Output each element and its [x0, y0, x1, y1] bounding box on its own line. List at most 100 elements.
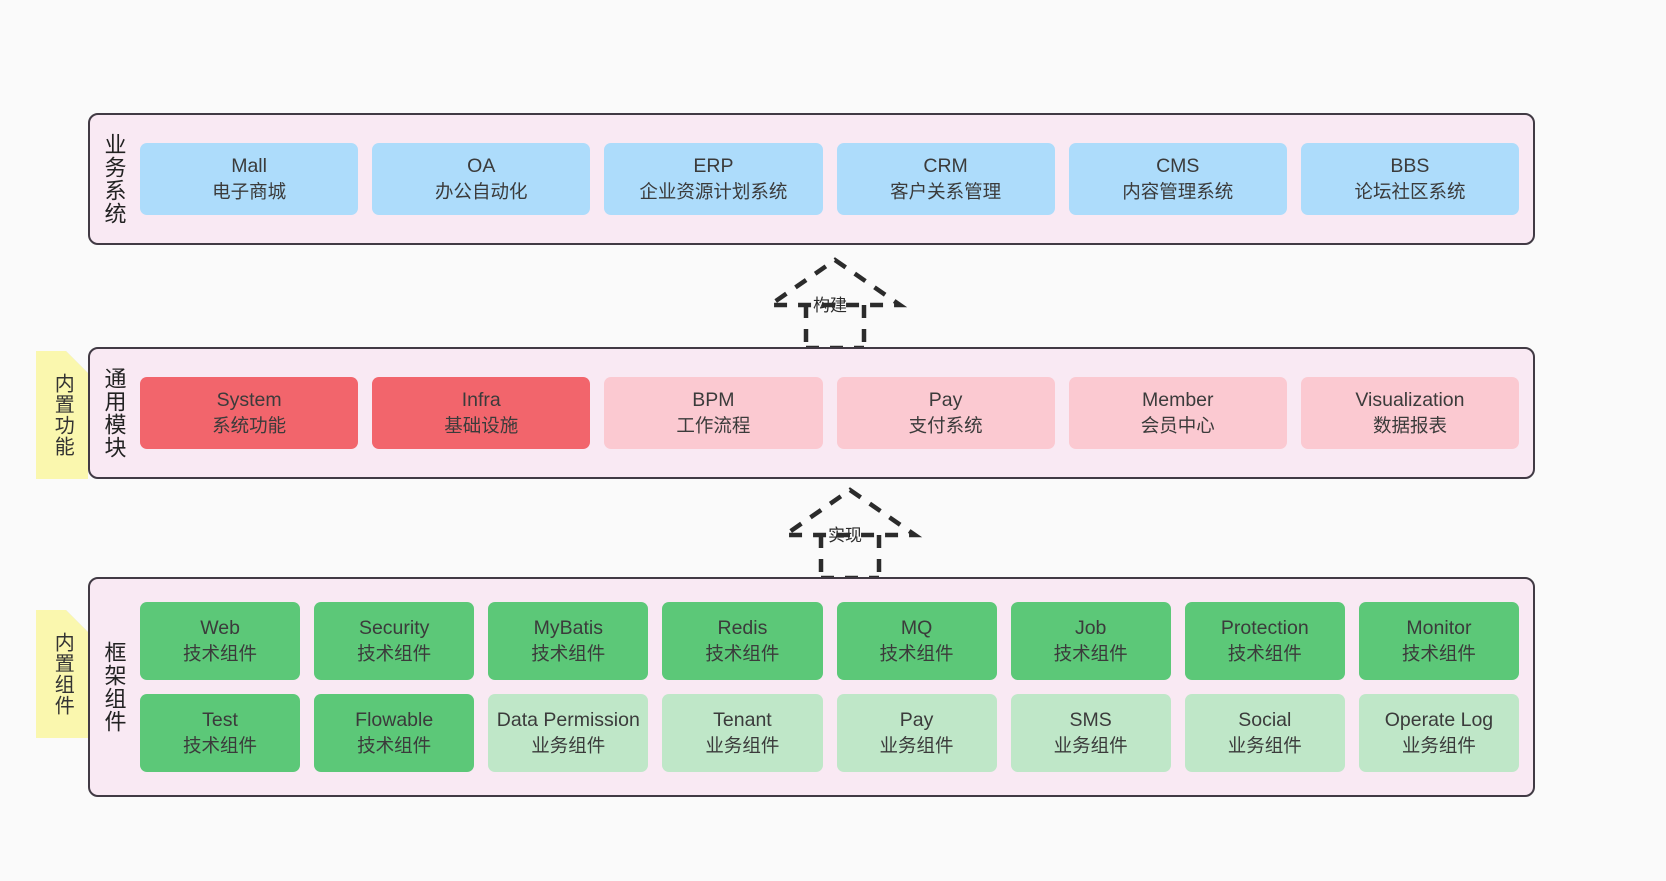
card-title: Web: [200, 616, 240, 639]
card-subtitle: 系统功能: [212, 414, 287, 436]
card-title: Mall: [231, 154, 267, 177]
card-subtitle: 技术组件: [1227, 642, 1302, 664]
card-title: Operate Log: [1384, 708, 1494, 731]
card-subtitle: 技术组件: [705, 642, 780, 664]
card-sms[interactable]: SMS 业务组件: [1010, 694, 1171, 772]
card-security[interactable]: Security 技术组件: [314, 602, 475, 680]
card-subtitle: 技术组件: [1053, 642, 1128, 664]
card-pay[interactable]: Pay 支付系统: [836, 377, 1055, 449]
card-member[interactable]: Member 会员中心: [1068, 377, 1287, 449]
card-title: MyBatis: [533, 616, 603, 639]
card-subtitle: 技术组件: [183, 734, 258, 756]
card-redis[interactable]: Redis 技术组件: [662, 602, 823, 680]
card-social[interactable]: Social 业务组件: [1184, 694, 1345, 772]
card-monitor[interactable]: Monitor 技术组件: [1358, 602, 1519, 680]
card-oa[interactable]: OA 办公自动化: [372, 143, 591, 215]
card-system[interactable]: System 系统功能: [140, 377, 359, 449]
layer-common-modules: 通用模块 System 系统功能 Infra 基础设施 BPM 工作流程 Pay…: [88, 347, 1535, 479]
card-subtitle: 基础设施: [444, 414, 519, 436]
card-subtitle: 业务组件: [1227, 734, 1302, 756]
card-title: OA: [467, 154, 496, 177]
card-mybatis[interactable]: MyBatis 技术组件: [488, 602, 649, 680]
card-protection[interactable]: Protection 技术组件: [1184, 602, 1345, 680]
card-subtitle: 工作流程: [676, 414, 751, 436]
card-subtitle: 数据报表: [1372, 414, 1447, 436]
sticky-note-builtin-features: 内置功能: [36, 351, 88, 479]
connector-label-implement: 实现: [828, 526, 862, 545]
card-pay-business[interactable]: Pay 业务组件: [836, 694, 997, 772]
card-subtitle: 业务组件: [879, 734, 954, 756]
sticky-note-builtin-components: 内置组件: [36, 610, 88, 738]
card-test[interactable]: Test 技术组件: [140, 694, 301, 772]
card-title: SMS: [1069, 708, 1112, 731]
layer-title-framework: 框架组件: [101, 641, 127, 733]
layer-title-common: 通用模块: [101, 367, 127, 459]
card-infra[interactable]: Infra 基础设施: [372, 377, 591, 449]
card-title: Member: [1142, 388, 1214, 411]
layer-business-systems: 业务系统 Mall 电子商城 OA 办公自动化 ERP 企业资源计划系统 CRM…: [88, 113, 1535, 245]
layer-body-framework: Web 技术组件 Security 技术组件 MyBatis 技术组件 Redi…: [136, 579, 1533, 795]
card-title: Protection: [1220, 616, 1309, 639]
card-flowable[interactable]: Flowable 技术组件: [314, 694, 475, 772]
card-title: System: [216, 388, 282, 411]
card-job[interactable]: Job 技术组件: [1010, 602, 1171, 680]
card-title: Infra: [461, 388, 501, 411]
card-erp[interactable]: ERP 企业资源计划系统: [604, 143, 823, 215]
card-subtitle: 业务组件: [705, 734, 780, 756]
card-tenant[interactable]: Tenant 业务组件: [662, 694, 823, 772]
card-title: Social: [1238, 708, 1292, 731]
card-visualization[interactable]: Visualization 数据报表: [1300, 377, 1520, 449]
card-title: Monitor: [1406, 616, 1472, 639]
card-operate-log[interactable]: Operate Log 业务组件: [1358, 694, 1519, 772]
card-subtitle: 技术组件: [879, 642, 954, 664]
card-title: Redis: [717, 616, 768, 639]
connector-label-build: 构建: [813, 296, 847, 315]
card-subtitle: 办公自动化: [435, 180, 528, 202]
card-cms[interactable]: CMS 内容管理系统: [1068, 143, 1287, 215]
card-title: BPM: [692, 388, 735, 411]
card-subtitle: 技术组件: [1401, 642, 1476, 664]
card-title: BBS: [1390, 154, 1430, 177]
card-bbs[interactable]: BBS 论坛社区系统: [1300, 143, 1520, 215]
card-web[interactable]: Web 技术组件: [140, 602, 301, 680]
card-title: Tenant: [713, 708, 772, 731]
card-title: CRM: [923, 154, 968, 177]
card-title: Data Permission: [496, 708, 640, 731]
card-subtitle: 内容管理系统: [1122, 180, 1234, 202]
card-title: Pay: [928, 388, 963, 411]
card-mq[interactable]: MQ 技术组件: [836, 602, 997, 680]
business-card-row: Mall 电子商城 OA 办公自动化 ERP 企业资源计划系统 CRM 客户关系…: [140, 143, 1520, 215]
card-subtitle: 电子商城: [212, 180, 287, 202]
card-title: Security: [358, 616, 430, 639]
card-title: CMS: [1156, 154, 1200, 177]
card-subtitle: 技术组件: [357, 642, 432, 664]
layer-framework-components: 框架组件 Web 技术组件 Security 技术组件 MyBatis 技术组件…: [88, 577, 1535, 797]
card-data-permission[interactable]: Data Permission 业务组件: [488, 694, 649, 772]
card-subtitle: 论坛社区系统: [1354, 180, 1466, 202]
card-crm[interactable]: CRM 客户关系管理: [836, 143, 1055, 215]
card-title: Pay: [899, 708, 934, 731]
card-title: Flowable: [355, 708, 434, 731]
card-subtitle: 技术组件: [357, 734, 432, 756]
common-card-row: System 系统功能 Infra 基础设施 BPM 工作流程 Pay 支付系统…: [140, 377, 1520, 449]
card-subtitle: 业务组件: [531, 734, 606, 756]
framework-tech-row: Web 技术组件 Security 技术组件 MyBatis 技术组件 Redi…: [140, 602, 1519, 680]
sticky-note-label: 内置功能: [51, 373, 74, 457]
card-title: Visualization: [1355, 388, 1465, 411]
card-subtitle: 企业资源计划系统: [639, 180, 788, 202]
card-subtitle: 客户关系管理: [890, 180, 1002, 202]
layer-title-business: 业务系统: [101, 133, 127, 225]
card-title: Test: [202, 708, 238, 731]
card-subtitle: 支付系统: [908, 414, 983, 436]
layer-body-common: System 系统功能 Infra 基础设施 BPM 工作流程 Pay 支付系统…: [136, 349, 1533, 477]
card-subtitle: 业务组件: [1401, 734, 1476, 756]
layer-body-business: Mall 电子商城 OA 办公自动化 ERP 企业资源计划系统 CRM 客户关系…: [136, 115, 1533, 243]
connector-implement: 实现: [765, 487, 935, 581]
framework-business-row: Test 技术组件 Flowable 技术组件 Data Permission …: [140, 694, 1519, 772]
card-subtitle: 技术组件: [183, 642, 258, 664]
card-bpm[interactable]: BPM 工作流程: [604, 377, 823, 449]
card-mall[interactable]: Mall 电子商城: [140, 143, 359, 215]
generalization-arrowhead: [762, 257, 908, 308]
connector-build: 构建: [750, 257, 920, 351]
